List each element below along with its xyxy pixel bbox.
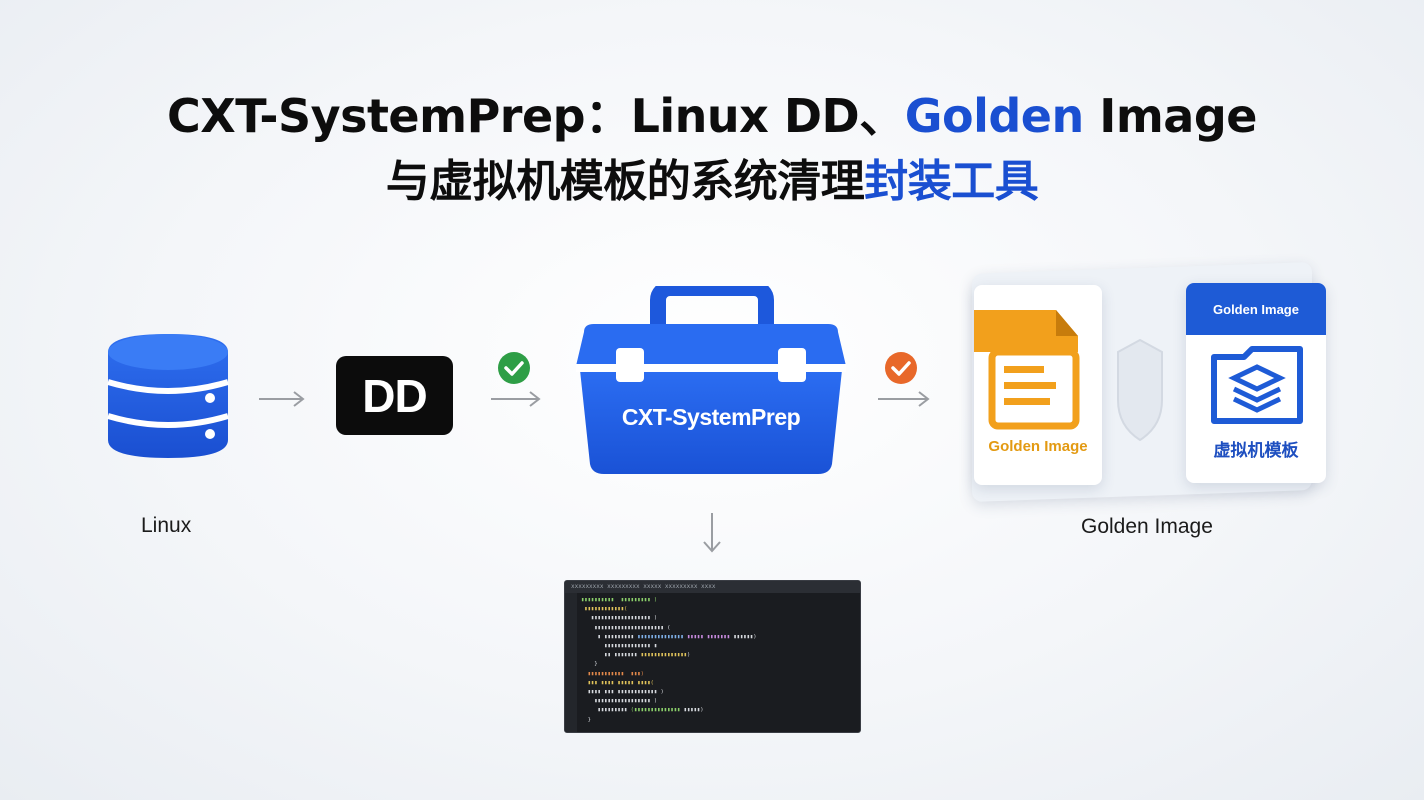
check-circle-icon [497, 351, 531, 389]
code-editor-gutter [565, 593, 577, 732]
title-line1-prefix: CXT-SystemPrep：Linux DD、 [167, 89, 905, 143]
arrow-right-icon [257, 389, 307, 409]
linux-label: Linux [141, 514, 192, 537]
layers-folder-icon [1210, 345, 1304, 429]
code-editor-window: xxxxxxxxx xxxxxxxxx xxxxx xxxxxxxxx xxxx… [564, 580, 861, 733]
dd-badge: DD [336, 356, 453, 435]
toolbox-icon [570, 280, 852, 480]
title-line1-accent: Golden [904, 89, 1085, 143]
code-editor-titlebar: xxxxxxxxx xxxxxxxxx xxxxx xxxxxxxxx xxxx [565, 581, 860, 593]
dd-label: DD [362, 369, 427, 422]
page-title-line-2: 与虚拟机模板的系统清理封装工具 [0, 145, 1424, 209]
arrow-right-icon [876, 389, 932, 409]
vm-template-card-header-text: Golden Image [1213, 301, 1299, 317]
title-line2-accent: 封装工具 [864, 156, 1039, 207]
golden-image-label: Golden Image [1081, 515, 1213, 538]
database-icon [104, 330, 232, 466]
document-icon [974, 296, 1102, 440]
vm-template-card-header: Golden Image [1186, 283, 1326, 335]
title-line1-suffix: Image [1083, 89, 1257, 143]
arrow-right-icon [489, 389, 543, 409]
arrow-down-icon [700, 511, 724, 555]
vm-template-card-caption: 虚拟机模板 [1213, 441, 1299, 461]
check-circle-icon [884, 351, 918, 389]
toolbox-label: CXT-SystemPrep [621, 404, 801, 430]
shield-icon [1110, 330, 1170, 454]
golden-image-card-caption: Golden Image [988, 438, 1088, 455]
title-line2-prefix: 与虚拟机模板的系统清理 [385, 156, 865, 207]
code-editor-content: ▮▮▮▮▮▮▮▮▮▮ ▮▮▮▮▮▮▮▮▮ ) ▮▮▮▮▮▮▮▮▮▮▮▮( ▮▮▮… [581, 597, 757, 723]
page-title-line-1: CXT-SystemPrep：Linux DD、Golden Image [0, 80, 1424, 146]
